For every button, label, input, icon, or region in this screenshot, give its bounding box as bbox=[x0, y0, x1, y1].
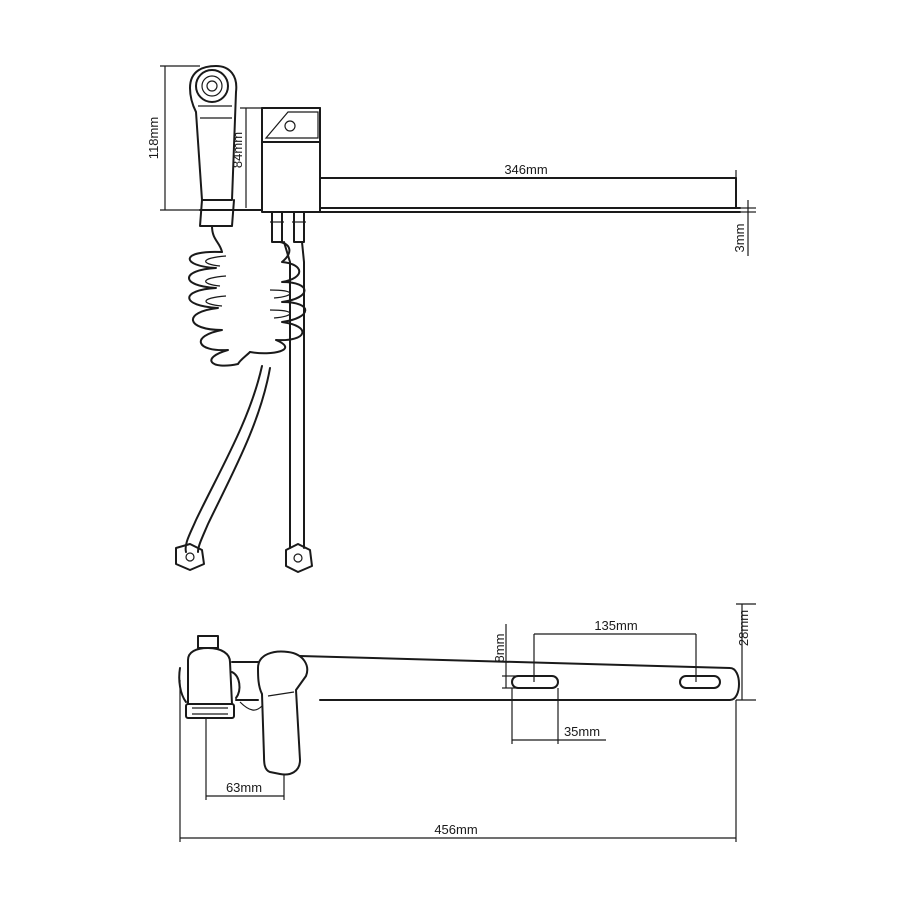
coiled-hose bbox=[188, 225, 307, 367]
side-view: 118mm 84mm bbox=[146, 65, 756, 573]
hose-straight bbox=[283, 241, 313, 573]
dim-8: 8mm bbox=[492, 624, 516, 689]
dim-346-label: 346mm bbox=[504, 162, 547, 177]
connectors bbox=[270, 211, 306, 243]
handshower-plan bbox=[178, 635, 263, 719]
dim-3: 3mm bbox=[732, 200, 756, 256]
dim-35-label: 35mm bbox=[564, 724, 600, 739]
dim-118: 118mm bbox=[146, 65, 200, 211]
dim-28: 28mm bbox=[736, 603, 756, 701]
dim-456: 456mm bbox=[179, 680, 737, 842]
dim-28-label: 28mm bbox=[736, 610, 751, 646]
handle-plan bbox=[257, 650, 309, 776]
dim-118-label: 118mm bbox=[146, 117, 161, 159]
dim-135: 135mm bbox=[533, 618, 697, 682]
dim-3-label: 3mm bbox=[732, 224, 747, 253]
handshower-side bbox=[189, 65, 263, 227]
dim-135-label: 135mm bbox=[594, 618, 637, 633]
dim-456-label: 456mm bbox=[434, 822, 477, 837]
dim-8-label: 8mm bbox=[492, 634, 507, 663]
dim-35: 35mm bbox=[511, 688, 606, 744]
hose-left bbox=[175, 365, 271, 571]
dim-84-label: 84mm bbox=[230, 132, 245, 168]
spout-side: 346mm bbox=[319, 162, 741, 213]
dim-63: 63mm bbox=[205, 718, 285, 800]
spout-plan bbox=[299, 655, 740, 701]
mixer-body-side bbox=[261, 107, 321, 213]
dim-63-label: 63mm bbox=[226, 780, 262, 795]
plan-view: 28mm 135mm 8mm 35mm bbox=[178, 603, 756, 842]
